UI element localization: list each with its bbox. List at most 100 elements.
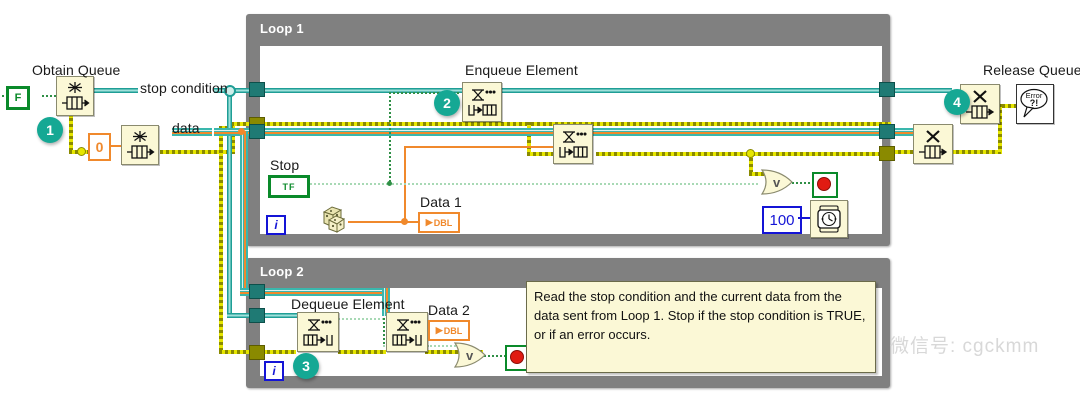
release-queue-icon	[966, 90, 995, 119]
stop-sign-loop-1[interactable]	[812, 172, 838, 198]
clock-icon	[817, 205, 841, 233]
enqueue-element-icon	[468, 89, 497, 116]
data-2-indicator[interactable]: ▶ DBL	[428, 320, 470, 341]
data-1-indicator[interactable]: ▶ DBL	[418, 212, 460, 233]
indicator-arrow-icon: ▶	[425, 217, 433, 227]
zero-constant[interactable]: 0	[88, 133, 111, 161]
obtain-queue-label: Obtain Queue	[32, 62, 121, 78]
error-wire-segment	[219, 350, 261, 354]
enqueue-element-icon	[559, 131, 588, 158]
badge-1-label: 1	[46, 122, 54, 138]
badge-3: 3	[293, 353, 319, 379]
error-handler-node[interactable]: Error ?!	[1016, 84, 1054, 124]
boolean-wire-segment	[389, 92, 461, 94]
queue-wire-segment	[227, 313, 263, 318]
release-queue-node-outer[interactable]	[960, 84, 1000, 124]
comment-box[interactable]: Read the stop condition and the current …	[526, 281, 876, 373]
error-wire-segment	[749, 152, 753, 174]
or-gate-loop-2[interactable]: v	[453, 341, 487, 369]
obtain-queue-node-1[interactable]	[56, 76, 94, 116]
data-1-indicator-label: DBL	[433, 217, 453, 228]
badge-4-label: 4	[953, 94, 961, 110]
boolean-wire-segment	[306, 183, 390, 185]
loop-2-iteration-terminal[interactable]: i	[264, 361, 284, 381]
error-handler-text-line2: ?!	[1030, 98, 1039, 108]
indicator-arrow-icon: ▶	[435, 325, 443, 335]
data-wire-segment	[886, 128, 914, 136]
wait-ms-node[interactable]	[810, 200, 848, 238]
queue-wire-segment	[262, 88, 892, 93]
iteration-terminal-label: i	[272, 364, 276, 378]
or-gate-icon: v	[453, 342, 486, 368]
queue-wire-segment	[261, 313, 299, 318]
error-wire-segment	[219, 126, 223, 354]
badge-2-label: 2	[443, 95, 451, 111]
wire-junction	[387, 181, 392, 186]
boolean-wire-segment	[392, 183, 759, 185]
error-wire-segment	[950, 150, 1002, 154]
enqueue-element-node-1[interactable]	[462, 82, 502, 122]
error-wire-segment	[425, 350, 483, 354]
loop-1-tunnel-queue-out[interactable]	[879, 82, 895, 97]
boolean-wire-segment	[338, 318, 384, 320]
stop-sign-icon	[510, 350, 524, 364]
loop-1-title: Loop 1	[260, 21, 304, 36]
enqueue-element-node-2[interactable]	[553, 124, 593, 164]
dequeue-element-label: Dequeue Element	[291, 296, 405, 312]
iteration-terminal-label: i	[274, 218, 278, 232]
error-handler-icon: Error ?!	[1020, 88, 1048, 118]
loop-1-tunnel-data[interactable]	[249, 124, 265, 139]
wire-junction	[238, 128, 245, 135]
badge-3-label: 3	[302, 358, 310, 374]
zero-constant-label: 0	[95, 139, 104, 155]
badge-1: 1	[37, 117, 63, 143]
loop-1-tunnel-data-out[interactable]	[879, 124, 895, 139]
stop-boolean-control[interactable]: TF	[268, 175, 310, 198]
dequeue-element-node-1[interactable]	[297, 312, 339, 352]
wait-ms-constant[interactable]: 100	[762, 206, 802, 234]
obtain-queue-icon	[62, 82, 90, 110]
loop-1-iteration-terminal[interactable]: i	[266, 215, 286, 235]
dice-icon	[322, 206, 346, 233]
stop-condition-label: stop condition	[140, 80, 228, 96]
boolean-wire-segment	[42, 95, 60, 97]
loop-1-tunnel-error-out[interactable]	[879, 146, 895, 161]
data-wire-segment	[382, 288, 390, 316]
error-wire-segment	[69, 112, 73, 154]
or-gate-loop-1[interactable]: v	[760, 168, 794, 196]
error-wire-segment	[596, 152, 892, 156]
error-wire-segment	[527, 152, 557, 156]
data-wire-segment	[214, 128, 256, 136]
obtain-queue-icon	[127, 131, 155, 159]
queue-wire-segment	[90, 88, 138, 93]
boolean-wire-segment	[383, 318, 385, 346]
data-1-label: Data 1	[420, 194, 462, 210]
queue-wire-segment	[886, 88, 952, 93]
numeric-wire-segment	[404, 146, 556, 148]
stop-label: Stop	[270, 157, 300, 173]
numeric-wire-segment	[798, 217, 810, 219]
loop-1-tunnel-queue[interactable]	[249, 82, 265, 97]
data-2-indicator-label: DBL	[443, 325, 463, 336]
error-wire-segment	[338, 350, 386, 354]
data-wire-segment	[172, 128, 212, 136]
obtain-queue-node-2[interactable]	[121, 125, 159, 165]
random-number-node[interactable]	[320, 203, 350, 235]
loop-2-tunnel-queue[interactable]	[249, 308, 265, 323]
false-constant[interactable]: F	[6, 86, 30, 110]
error-wire-segment	[749, 172, 767, 176]
loop-2-tunnel-error[interactable]	[249, 345, 265, 360]
numeric-wire-segment	[348, 221, 420, 223]
dequeue-element-node-2[interactable]	[386, 312, 428, 352]
enqueue-element-label: Enqueue Element	[465, 62, 578, 78]
loop-2-title: Loop 2	[260, 264, 304, 279]
svg-text:v: v	[773, 175, 781, 190]
error-wire-segment	[160, 150, 235, 154]
loop-2-tunnel-data[interactable]	[249, 284, 265, 299]
release-queue-icon	[919, 130, 948, 159]
comment-text: Read the stop condition and the current …	[534, 289, 866, 342]
release-queue-node-inner[interactable]	[913, 124, 953, 164]
watermark-text: 微信号: cgckmm	[890, 336, 1040, 357]
dequeue-element-icon	[302, 319, 333, 346]
